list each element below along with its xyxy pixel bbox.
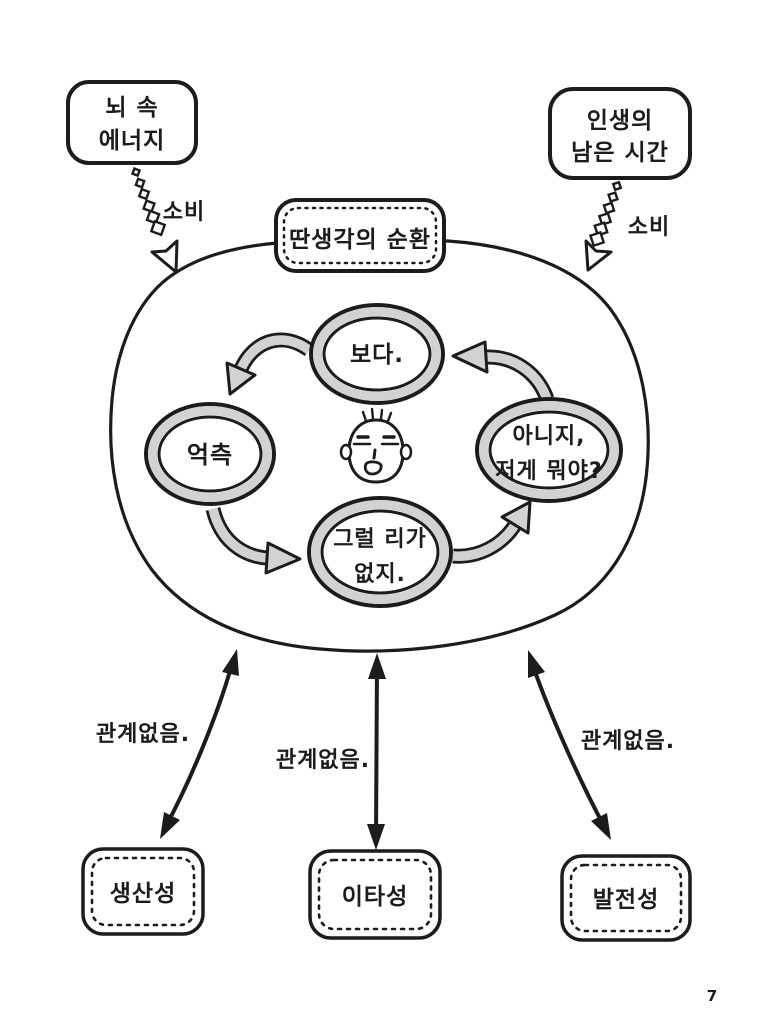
no-relation-arrow-productivity: 관계없음.: [96, 649, 239, 839]
brain-energy-box: 뇌 속 에너지: [66, 80, 198, 165]
brain-energy-line1: 뇌 속: [105, 95, 158, 121]
double-arrow-shaft: [529, 659, 607, 829]
face-nose: [372, 448, 377, 460]
cycle-arrow-noway-to-whatisthat: [452, 500, 532, 564]
consume-label-left: 소비: [163, 200, 205, 225]
arrow-band: [236, 335, 312, 372]
life-time-consume-arrow: 소비: [584, 180, 670, 272]
arrowhead: [264, 541, 302, 575]
growth-label: 발전성: [593, 887, 659, 913]
cycle-arrow-conjecture-to-noway: [205, 506, 302, 575]
dashed-arrow-segments: [130, 167, 167, 237]
face-ear-left: [339, 443, 353, 461]
bubble-inner-ring: [322, 316, 432, 392]
no-relation-label-left: 관계없음.: [96, 722, 190, 747]
brain-energy-line2: 에너지: [99, 128, 165, 154]
box-border: [81, 847, 205, 936]
growth-box: 발전성: [560, 854, 692, 942]
arrowhead: [225, 361, 257, 396]
no-relation-label-right: 관계없음.: [581, 729, 675, 754]
arrowhead-up: [528, 650, 545, 678]
cycle-title: 딴생각의 순환: [289, 227, 431, 253]
arrowhead: [451, 340, 489, 374]
consume-label-right: 소비: [628, 215, 670, 240]
cycle-step-see-bubble: 보다.: [309, 303, 445, 405]
cycle-step-noway-line1: 그럴 리가: [333, 527, 427, 552]
face-ear-right: [399, 443, 413, 461]
productivity-label: 생산성: [110, 881, 176, 907]
arrowhead-down: [367, 824, 385, 850]
cycle-step-whatisthat-line2: 저게 뭐야?: [495, 459, 602, 484]
bubble-gray-ring: [311, 500, 449, 604]
bubble-inner-ring: [488, 410, 610, 490]
hollow-arrowhead: [150, 239, 179, 274]
dashed-arrow-segments: [588, 180, 623, 248]
cycle-step-see-label: 보다.: [350, 342, 404, 368]
box-border: [66, 80, 198, 165]
cycle-step-noway-line2: 없지.: [354, 562, 406, 587]
box-dotted-border: [90, 856, 196, 927]
bubble-inner-ring: [320, 509, 440, 595]
arrowhead-up: [222, 649, 239, 676]
no-relation-arrow-altruism: 관계없음.: [276, 653, 386, 850]
cycle-step-conjecture-bubble: 억측: [144, 402, 276, 506]
box-border: [548, 87, 692, 180]
box-dotted-border: [317, 858, 433, 931]
bubble-inner-ring: [157, 415, 263, 493]
bubble-gray-ring: [313, 307, 441, 401]
cycle-step-whatisthat-line1: 아니지,: [512, 424, 585, 449]
life-time-line1: 인생의: [587, 108, 653, 134]
arrow-band: [452, 522, 519, 561]
face-eyes: [352, 435, 400, 446]
brain-energy-consume-arrow: 소비: [130, 167, 205, 274]
cycle-title-box: 딴생각의 순환: [274, 198, 446, 273]
cycle-step-whatisthat-bubble: 아니지, 저게 뭐야?: [475, 397, 623, 503]
cycle-step-noway-bubble: 그럴 리가 없지.: [307, 496, 453, 608]
arrowhead-up: [368, 653, 386, 679]
double-arrow-shaft: [374, 663, 379, 839]
arrow-band: [485, 352, 552, 401]
box-border: [560, 854, 692, 942]
no-relation-label-middle: 관계없음.: [276, 748, 370, 773]
altruism-label: 이타성: [342, 884, 408, 910]
bubble-gray-ring: [479, 401, 619, 499]
face-hair: [361, 407, 393, 423]
distracted-face-illustration: [339, 407, 413, 484]
box-border: [308, 849, 442, 940]
title-box-border: [274, 198, 446, 273]
face-mouth: [363, 460, 383, 476]
arrowhead-down: [591, 813, 611, 840]
title-box-dotted-border: [282, 206, 438, 265]
hollow-arrowhead: [584, 239, 613, 272]
life-time-box: 인생의 남은 시간: [548, 87, 692, 180]
bubble-gray-ring: [148, 406, 272, 502]
life-time-line2: 남은 시간: [571, 140, 669, 166]
no-relation-arrow-growth: 관계없음.: [528, 650, 675, 840]
altruism-box: 이타성: [308, 849, 442, 940]
cycle-arrow-whatisthat-to-see: [451, 340, 555, 402]
cycle-step-conjecture-label: 억측: [187, 441, 233, 469]
productivity-box: 생산성: [81, 847, 205, 936]
double-arrow-shaft: [164, 659, 235, 827]
arrowhead: [500, 500, 532, 535]
arrow-band: [208, 507, 268, 563]
page-number: 7: [707, 987, 717, 1005]
cycle-arrow-see-to-conjecture: [225, 332, 314, 396]
arrowhead-down: [160, 812, 180, 839]
